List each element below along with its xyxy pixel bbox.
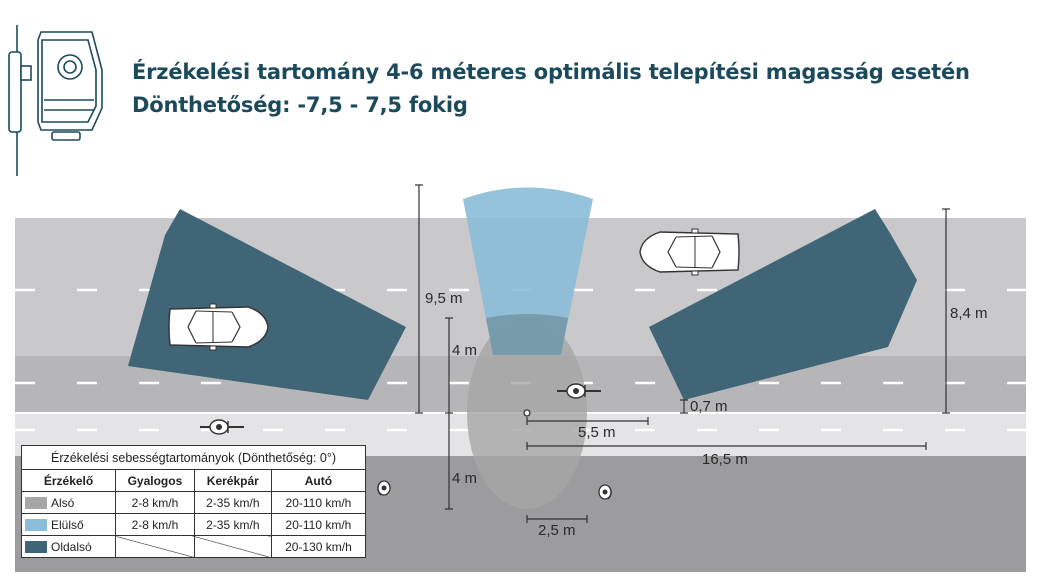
front-detection-beam bbox=[463, 187, 593, 355]
legend-row-side: Oldalsó 20-130 km/h bbox=[20, 535, 367, 558]
legend-cell-empty bbox=[193, 535, 272, 558]
pedestrian-icon bbox=[598, 484, 612, 500]
side-detection-beam-right bbox=[649, 209, 917, 400]
legend-header-pedestrian: Gyalogos bbox=[115, 469, 195, 492]
legend-sensor-name: Alsó bbox=[51, 495, 75, 510]
dimension-label-9-5: 9,5 m bbox=[425, 290, 463, 307]
dimension-label-2-5: 2,5 m bbox=[538, 522, 576, 539]
sensor-position-marker bbox=[523, 409, 531, 417]
legend-cell: 20-110 km/h bbox=[270, 513, 367, 536]
legend-cell: 2-8 km/h bbox=[115, 513, 195, 536]
legend-swatch-side bbox=[25, 541, 47, 554]
legend-sensor-name: Elülső bbox=[51, 517, 84, 532]
side-detection-beam-left bbox=[128, 209, 406, 400]
legend-header-bike: Kerékpár bbox=[193, 469, 272, 492]
legend-row-front: Elülső 2-8 km/h 2-35 km/h 20-110 km/h bbox=[20, 513, 367, 536]
legend-cell: 20-110 km/h bbox=[270, 491, 367, 514]
legend-sensor-name: Oldalsó bbox=[51, 539, 92, 554]
dimension-label-0-7: 0,7 m bbox=[690, 398, 728, 415]
dimension-label-5-5: 5,5 m bbox=[578, 424, 616, 441]
dimension-lines bbox=[415, 184, 950, 523]
bicycle-icon bbox=[557, 383, 601, 399]
legend-header-car: Autó bbox=[270, 469, 367, 492]
legend-swatch-bottom bbox=[25, 497, 47, 510]
dimension-label-4-upper: 4 m bbox=[452, 342, 478, 359]
legend-cell: 2-8 km/h bbox=[115, 491, 195, 514]
legend-cell: 2-35 km/h bbox=[193, 491, 272, 514]
diagram-title: Érzékelési tartomány 4-6 méteres optimál… bbox=[132, 60, 970, 84]
car-icon bbox=[639, 228, 740, 276]
legend-caption: Érzékelési sebességtartományok (Dönthető… bbox=[21, 445, 366, 470]
legend-cell: 20-130 km/h bbox=[270, 535, 367, 558]
dimension-label-16-5: 16,5 m bbox=[702, 451, 748, 468]
legend-cell: 2-35 km/h bbox=[193, 513, 272, 536]
pedestrian-icon bbox=[377, 480, 391, 496]
legend-header-sensor: Érzékelő bbox=[20, 469, 117, 492]
sensor-device-icon bbox=[8, 25, 103, 176]
legend-swatch-front bbox=[25, 519, 47, 532]
dimension-label-8-4: 8,4 m bbox=[950, 305, 988, 322]
legend-row-bottom: Alsó 2-8 km/h 2-35 km/h 20-110 km/h bbox=[20, 491, 367, 514]
bicycle-icon bbox=[200, 419, 244, 435]
speed-range-legend: Érzékelési sebességtartományok (Dönthető… bbox=[20, 445, 367, 558]
dimension-label-4-lower: 4 m bbox=[452, 470, 478, 487]
car-icon bbox=[168, 303, 269, 351]
legend-cell-empty bbox=[115, 535, 195, 558]
diagram-subtitle: Dönthetőség: -7,5 - 7,5 fokig bbox=[132, 93, 468, 117]
